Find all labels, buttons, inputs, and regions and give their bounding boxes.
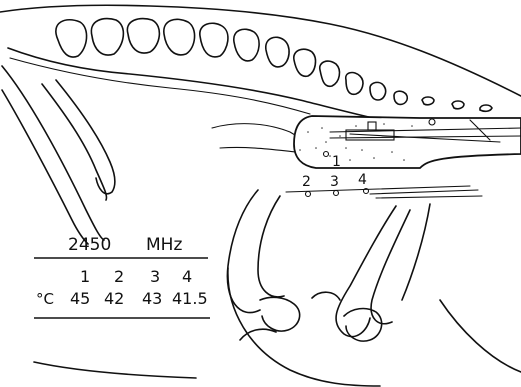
- vertebral-column: [56, 19, 492, 112]
- soft-tissue-mid: [220, 147, 296, 152]
- column-header-1: 1: [80, 267, 90, 286]
- frequency-value: 2450: [68, 235, 111, 255]
- frequency-unit: MHz: [146, 235, 182, 255]
- back-outline: [0, 5, 521, 96]
- applicator-probe: [294, 116, 521, 168]
- lower-right-outline: [440, 300, 521, 372]
- probe-track: [286, 186, 482, 198]
- lower-inner-outline: [34, 362, 196, 378]
- column-header-3: 3: [150, 267, 160, 286]
- probe-label-2: 2: [302, 174, 311, 190]
- pelvis-structures: [227, 190, 430, 341]
- value-4: 41.5: [172, 289, 208, 308]
- temperature-table: 2450 MHz 1 2 3 4 °C 45 42 43 41.5: [34, 235, 210, 318]
- spinal-canal-line: [8, 48, 400, 124]
- lower-body-outline: [228, 268, 380, 386]
- probe-label-1: 1: [332, 154, 341, 170]
- column-header-2: 2: [114, 267, 124, 286]
- value-1: 45: [70, 289, 90, 308]
- left-structure-d: [56, 80, 115, 194]
- value-3: 43: [142, 289, 162, 308]
- spinal-canal-inner-line: [10, 58, 310, 114]
- probe-label-3: 3: [330, 174, 339, 190]
- row-unit: °C: [36, 290, 54, 308]
- probe-label-4: 4: [358, 172, 367, 188]
- column-header-4: 4: [182, 267, 192, 286]
- left-structure-b: [2, 90, 88, 244]
- value-2: 42: [104, 289, 124, 308]
